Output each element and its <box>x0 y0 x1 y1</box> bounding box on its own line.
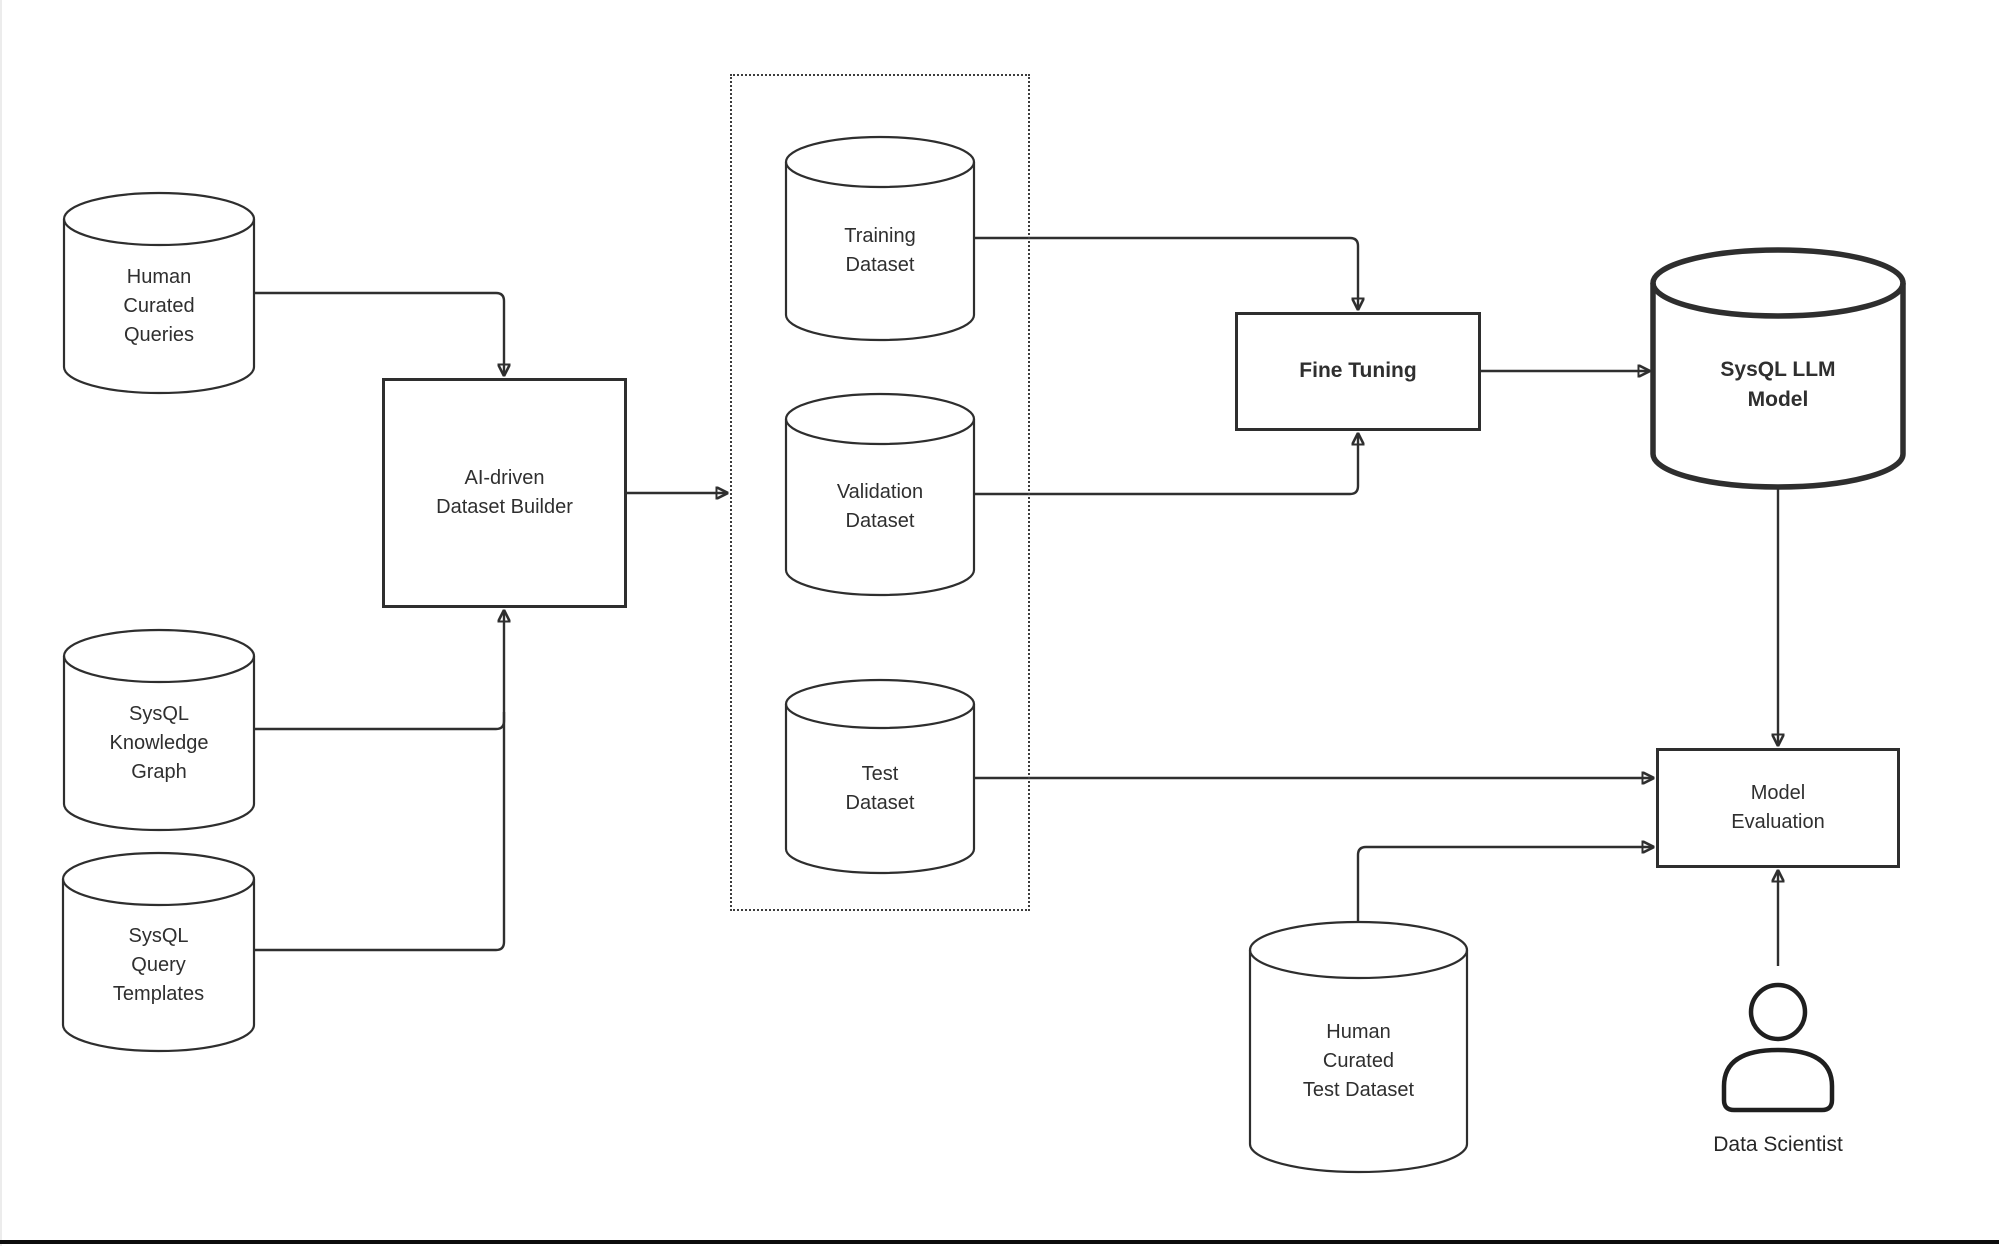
node-training-dataset: Training Dataset <box>784 135 976 342</box>
left-edge-sliver <box>0 0 2 1246</box>
database-cylinder-icon <box>1650 247 1906 490</box>
node-fine-tuning: Fine Tuning <box>1235 312 1481 431</box>
node-model-evaluation: Model Evaluation <box>1656 748 1900 868</box>
node-label: SysQL Query Templates <box>112 924 205 1005</box>
edge-knowledge-graph-to-builder <box>254 712 506 731</box>
node-label: SysQL LLM Model <box>1720 357 1836 411</box>
edge-human-test-to-evaluation <box>1356 847 1653 921</box>
database-cylinder-icon <box>62 628 256 832</box>
node-ai-dataset-builder: AI-driven Dataset Builder <box>382 378 627 608</box>
datasets-group <box>730 74 1030 911</box>
edge-query-templates-to-builder <box>254 611 504 952</box>
database-cylinder-icon <box>1248 920 1469 1174</box>
database-cylinder-icon <box>784 392 976 597</box>
node-human-curated-queries: Human Curated Queries <box>62 191 256 395</box>
node-label: Training Dataset <box>844 225 916 276</box>
node-sysql-query-templates: SysQL Query Templates <box>61 851 256 1053</box>
node-label: Validation Dataset <box>836 481 924 532</box>
edge-queries-to-builder <box>253 291 504 375</box>
node-label: Test Dataset <box>845 762 915 814</box>
bottom-rule <box>0 1240 1999 1244</box>
edge-training-to-fine-tuning <box>974 236 1358 309</box>
database-cylinder-icon <box>62 191 256 395</box>
node-label: SysQL Knowledge Graph <box>109 702 209 783</box>
database-cylinder-icon <box>784 135 976 342</box>
data-scientist-person-icon <box>1721 982 1835 1113</box>
database-cylinder-icon <box>784 678 976 875</box>
node-human-curated-test-dataset: Human Curated Test Dataset <box>1248 920 1469 1174</box>
database-cylinder-icon <box>61 851 256 1053</box>
edge-validation-to-fine-tuning <box>974 434 1358 496</box>
node-label: Human Curated Queries <box>123 265 195 346</box>
node-label: Human Curated Test Dataset <box>1302 1020 1415 1101</box>
node-validation-dataset: Validation Dataset <box>784 392 976 597</box>
data-scientist-label: Data Scientist <box>1713 1133 1843 1156</box>
node-sysql-llm-model: SysQL LLM Model <box>1650 247 1906 490</box>
node-test-dataset: Test Dataset <box>784 678 976 875</box>
node-sysql-knowledge-graph: SysQL Knowledge Graph <box>62 628 256 832</box>
